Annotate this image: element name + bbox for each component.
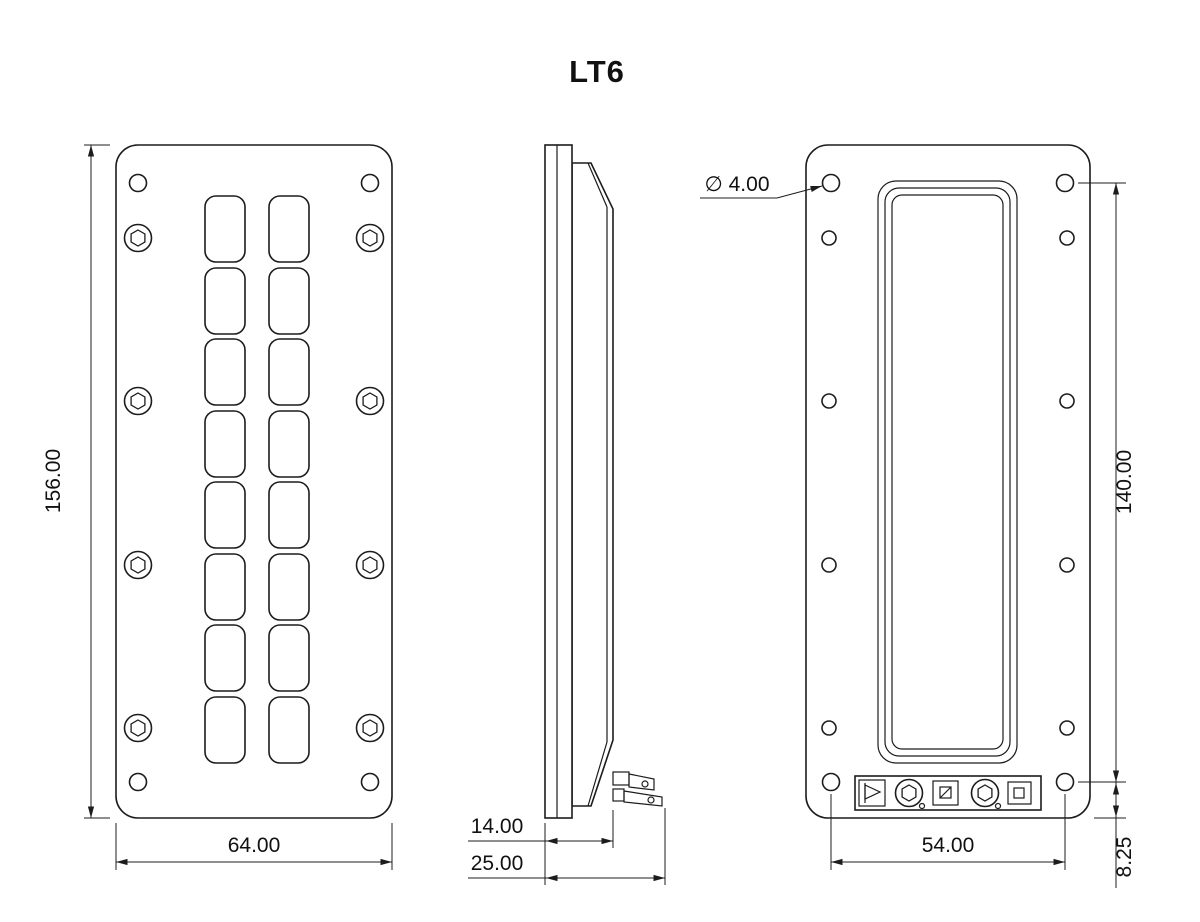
hex-screw-icon xyxy=(123,223,153,253)
terminal-hole xyxy=(641,780,649,788)
terminal-nut-icon xyxy=(970,778,1000,808)
polarity-flag-icon xyxy=(864,784,882,800)
hex-screw-icon xyxy=(355,386,385,416)
side-terminals xyxy=(612,771,663,807)
diaphragm-segment xyxy=(204,481,246,549)
diaphragm-segment xyxy=(204,553,246,621)
terminal-base xyxy=(612,771,630,786)
connector-box xyxy=(1007,781,1032,805)
terminal-tab xyxy=(628,773,655,791)
dimension-label: 64.00 xyxy=(228,834,281,857)
side-view xyxy=(544,144,663,819)
diaphragm-segment xyxy=(268,410,310,478)
screw-hole xyxy=(1059,557,1075,573)
opening-outer-edge xyxy=(877,180,1018,764)
hole-diameter-callout: ∅ 4.00 xyxy=(700,173,823,199)
mounting-hole xyxy=(1055,772,1075,792)
mounting-hole xyxy=(360,173,380,193)
diaphragm-segment xyxy=(204,267,246,335)
diaphragm-segment xyxy=(204,696,246,764)
diaphragm-segment xyxy=(268,267,310,335)
screw-hole xyxy=(1059,720,1075,736)
connector-box xyxy=(932,780,959,806)
terminal-hole xyxy=(647,796,655,804)
screw-hole xyxy=(821,557,837,573)
leader-line xyxy=(776,185,823,199)
back-plate-outline xyxy=(805,144,1091,819)
back-height-dimension: 140.00 xyxy=(1078,182,1136,783)
hex-screw-icon xyxy=(355,223,385,253)
back-opening xyxy=(877,180,1018,764)
connector-pin xyxy=(1013,787,1025,799)
side-depth-dimension: 14.00 xyxy=(468,810,614,885)
terminal-pin xyxy=(994,802,1002,810)
screw-hole xyxy=(1059,393,1075,409)
side-chamfer-line xyxy=(587,741,608,807)
connector-pin xyxy=(939,786,952,799)
diaphragm-segment xyxy=(268,624,310,692)
front-width-dimension: 64.00 xyxy=(115,823,393,870)
diaphragm-segment xyxy=(204,410,246,478)
diaphragm-segment xyxy=(268,481,310,549)
diaphragm-segment xyxy=(268,338,310,406)
screw-hole xyxy=(821,393,837,409)
polarity-box xyxy=(858,779,886,807)
terminal-tab xyxy=(623,790,663,807)
opening-middle-edge xyxy=(884,187,1011,757)
dimension-label: 8.25 xyxy=(1113,837,1136,878)
dimension-label: 156.00 xyxy=(42,449,65,513)
diaphragm-segment xyxy=(268,195,310,263)
dimension-label: 54.00 xyxy=(922,834,975,857)
terminal-base xyxy=(612,788,625,802)
screw-hole xyxy=(1059,230,1075,246)
dimension-label: 140.00 xyxy=(1113,450,1136,514)
hex-screw-icon xyxy=(123,550,153,580)
terminal-pin xyxy=(918,802,926,810)
hex-screw-icon xyxy=(123,713,153,743)
front-height-dimension: 156.00 xyxy=(42,144,110,819)
diaphragm-segment xyxy=(204,338,246,406)
dimension-label: 14.00 xyxy=(471,815,524,838)
side-faceplate xyxy=(544,144,573,819)
back-edge-offset-dimension: 8.25 xyxy=(1094,782,1136,888)
mounting-hole xyxy=(821,173,841,193)
hex-screw-icon xyxy=(355,550,385,580)
screw-hole xyxy=(821,230,837,246)
terminal-block xyxy=(854,775,1042,811)
screw-hole xyxy=(821,720,837,736)
hex-screw-icon xyxy=(355,713,385,743)
diaphragm-segment xyxy=(268,553,310,621)
terminal-nut-icon xyxy=(894,778,924,808)
back-view xyxy=(805,144,1091,819)
drawing-title: LT6 xyxy=(569,54,625,89)
diaphragm-segment xyxy=(204,624,246,692)
mounting-hole xyxy=(360,772,380,792)
diaphragm-segment xyxy=(268,696,310,764)
side-chamfer-line xyxy=(587,162,608,208)
dimension-label: 25.00 xyxy=(471,852,524,875)
front-view xyxy=(115,144,393,819)
dimension-label: ∅ 4.00 xyxy=(705,173,770,196)
back-width-dimension: 54.00 xyxy=(830,794,1066,870)
connector-slash xyxy=(939,786,952,799)
diaphragm-segment xyxy=(204,195,246,263)
hex-screw-icon xyxy=(123,386,153,416)
side-total-depth-dimension: 25.00 xyxy=(468,808,666,885)
mounting-hole xyxy=(128,772,148,792)
front-faceplate-outline xyxy=(115,144,393,819)
mounting-hole xyxy=(821,772,841,792)
mounting-hole xyxy=(1055,173,1075,193)
opening-inner-edge xyxy=(891,194,1004,750)
mounting-hole xyxy=(128,173,148,193)
